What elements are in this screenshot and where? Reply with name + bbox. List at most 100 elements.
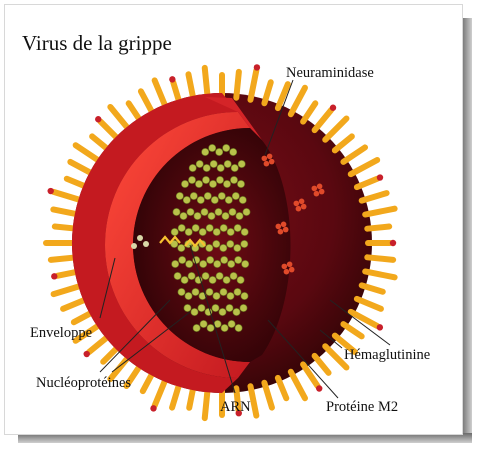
nucleoprotein-bead <box>220 324 229 332</box>
hemagglutinin-spike <box>340 321 365 340</box>
neuraminidase-markers <box>261 153 325 275</box>
nucleoprotein-bead <box>241 260 250 268</box>
hemagglutinin-spike <box>233 385 242 414</box>
nucleoprotein-bead <box>219 224 228 232</box>
hemagglutinin-spike <box>67 158 97 178</box>
surface-spikes <box>43 64 398 422</box>
hemagglutinin-spike <box>107 103 133 134</box>
nucleoprotein-bead <box>229 272 238 280</box>
nucleoprotein-bead <box>191 224 200 232</box>
neuraminidase-flower-petal <box>268 158 275 165</box>
neuraminidase-flower-petal <box>277 228 284 235</box>
nucleoprotein-bead <box>212 240 221 248</box>
neuraminidase-flower-petal <box>295 205 302 212</box>
neuraminidase-flower-petal <box>311 185 318 192</box>
frame-shadow-bottom <box>18 433 472 443</box>
hemagglutinin-spike <box>72 142 104 165</box>
hemagglutinin-spike <box>300 361 321 390</box>
nucleoprotein-bead <box>212 292 221 300</box>
nucleoprotein-bead <box>224 196 233 204</box>
neuraminidase-head <box>376 174 384 181</box>
nucleoprotein-bead <box>180 276 189 284</box>
nucleoprotein-bead <box>240 228 249 236</box>
hemagglutinin-spike <box>274 81 291 112</box>
nucleoprotein-bead <box>195 160 204 168</box>
hemagglutinin-spike <box>233 68 242 101</box>
nucleoprotein-bead <box>216 176 224 184</box>
nucleoprotein-bead <box>175 192 184 200</box>
nucleoprotein-bead <box>233 244 242 252</box>
nucleoprotein-bead <box>218 308 227 316</box>
nucleoprotein-bead <box>234 256 243 264</box>
neuraminidase-flower-petal <box>293 200 300 207</box>
neuraminidase-flower-petal <box>266 153 273 160</box>
nucleoprotein-bead <box>173 272 182 280</box>
neuraminidase-flower-petal <box>313 190 320 197</box>
hemagglutinin-spike <box>353 295 384 312</box>
nucleoprotein-bead <box>238 196 247 204</box>
neuraminidase-flower-petal <box>318 188 325 195</box>
nucleoprotein-bead <box>185 260 194 268</box>
nucleoprotein-bead <box>197 304 206 312</box>
nucleoprotein-bead <box>214 208 223 216</box>
nucleoprotein-bead <box>188 164 197 172</box>
leader-neuraminidase <box>264 79 294 156</box>
hemagglutinin-spike <box>137 88 157 118</box>
nucleoprotein-bead <box>242 208 251 216</box>
nucleoprotein-bead <box>232 308 241 316</box>
hemagglutinin-spike <box>353 175 381 191</box>
nucleoprotein-bead <box>240 292 249 300</box>
nucleoprotein-bead <box>227 320 236 328</box>
hemagglutinin-spike <box>50 188 86 204</box>
nucleoprotein-bead <box>230 176 238 184</box>
nucleoprotein-bead <box>233 288 242 296</box>
nucleoprotein-bead <box>220 256 229 264</box>
neuraminidase-flower-petal <box>288 266 295 273</box>
nucleoprotein-bead <box>205 224 214 232</box>
hemagglutinin-spike <box>331 133 355 154</box>
neuraminidase-flower-petal <box>281 263 288 270</box>
leader-nucleoproteines-b <box>111 311 191 373</box>
neuraminidase-flower-petal <box>298 198 305 205</box>
hemagglutinin-spike <box>364 223 393 232</box>
nucleoproteins <box>131 144 251 332</box>
nucleoprotein-bead <box>191 288 200 296</box>
neuraminidase-head <box>376 324 384 331</box>
nucleoprotein-bead <box>217 192 226 200</box>
nucleoprotein-bead <box>181 180 189 188</box>
nucleoprotein-bead <box>190 308 199 316</box>
nucleoprotein-bead <box>193 212 202 220</box>
hemagglutinin-spike <box>123 361 144 390</box>
hemagglutinin-spike <box>247 67 260 103</box>
nucleoprotein-bead <box>212 228 221 236</box>
free-nucleoprotein <box>131 243 137 249</box>
nucleoprotein-bead <box>189 192 198 200</box>
hemagglutinin-spike <box>274 374 290 402</box>
nucleoprotein-bead <box>229 148 238 156</box>
nucleoprotein-bead <box>205 244 214 252</box>
nucleoprotein-bead <box>200 208 209 216</box>
neuraminidase-flower-petal <box>300 203 307 210</box>
neuraminidase-head <box>235 409 242 417</box>
nucleoprotein-bead <box>171 260 180 268</box>
nucleoprotein-bead <box>177 288 186 296</box>
nucleoprotein-bead <box>172 208 181 216</box>
hemagglutinin-spike <box>97 118 122 143</box>
nucleoprotein-bead <box>233 224 242 232</box>
nucleoprotein-bead <box>226 228 235 236</box>
nucleoprotein-bead <box>219 288 228 296</box>
hemagglutinin-spike <box>107 352 133 383</box>
nucleoprotein-bead <box>231 192 240 200</box>
neuraminidase-head <box>51 273 58 280</box>
leader-enveloppe <box>99 257 116 319</box>
nucleoprotein-bead <box>184 292 193 300</box>
nucleoprotein-bead <box>236 276 245 284</box>
nucleoprotein-bead <box>202 164 211 172</box>
leader-proteine-m2 <box>267 319 339 399</box>
hemagglutinin-spike <box>261 379 275 411</box>
hemagglutinin-spike <box>169 379 183 411</box>
nucleoprotein-bead <box>223 160 232 168</box>
nucleoprotein-bead <box>183 304 192 312</box>
